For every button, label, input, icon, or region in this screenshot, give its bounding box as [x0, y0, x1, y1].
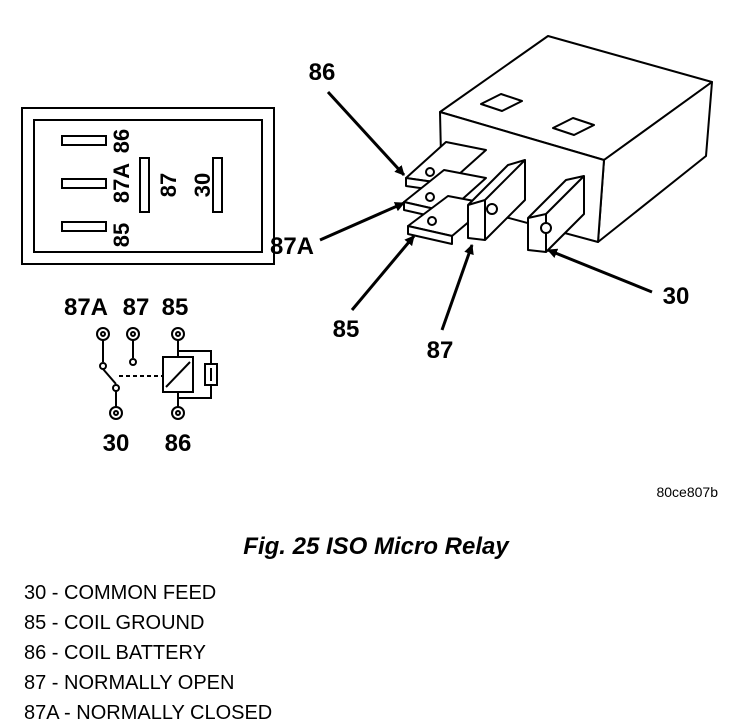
callout-arrow-87a: [319, 201, 405, 242]
pin-30-terminal: [212, 157, 223, 213]
pinout-label-87: 87: [156, 173, 181, 197]
legend-item: 87A - NORMALLY CLOSED: [24, 702, 273, 724]
pinout-label-87a: 87A: [109, 163, 134, 203]
schematic-label-30: 30: [103, 430, 130, 457]
schematic-label-85: 85: [162, 294, 189, 321]
relay-callouts: [319, 90, 653, 331]
pinout-inner-frame: [33, 119, 263, 253]
legend-list: 30 - COMMON FEED 85 - COIL GROUND 86 - C…: [24, 578, 272, 728]
legend-item: 85 - COIL GROUND: [24, 612, 205, 634]
pinout-label-85: 85: [109, 223, 134, 247]
pinout-label-86: 86: [109, 129, 134, 153]
pin-87a-terminal: [61, 178, 107, 189]
relay-label-87: 87: [427, 337, 454, 364]
relay-label-30: 30: [663, 283, 690, 310]
pinout-view: 86 87A 85 87 30: [21, 107, 275, 265]
relay-label-87a: 87A: [270, 233, 314, 260]
callout-arrow-86: [326, 90, 406, 177]
schematic-label-86: 86: [165, 430, 192, 457]
callout-arrow-87: [440, 244, 474, 331]
relay-label-86: 86: [309, 59, 336, 86]
schematic-label-87a: 87A: [64, 294, 108, 321]
pin-85-terminal: [61, 221, 107, 232]
pinout-label-30: 30: [190, 173, 215, 197]
legend-item: 86 - COIL BATTERY: [24, 642, 206, 664]
pinout-outer-frame: [21, 107, 275, 265]
legend-item: 30 - COMMON FEED: [24, 582, 217, 604]
schematic-label-87: 87: [123, 294, 150, 321]
reference-code: 80ce807b: [656, 484, 718, 500]
relay-schematic: 87A 87 85: [64, 294, 218, 457]
legend-item: 87 - NORMALLY OPEN: [24, 672, 235, 694]
relay-terminals: [403, 141, 585, 253]
pin-86-terminal: [61, 135, 107, 146]
callout-arrow-85: [350, 235, 416, 311]
relay-label-85: 85: [333, 316, 360, 343]
figure-caption: Fig. 25 ISO Micro Relay: [243, 533, 509, 560]
callout-arrow-30: [547, 248, 653, 294]
pin-87-terminal: [139, 157, 150, 213]
